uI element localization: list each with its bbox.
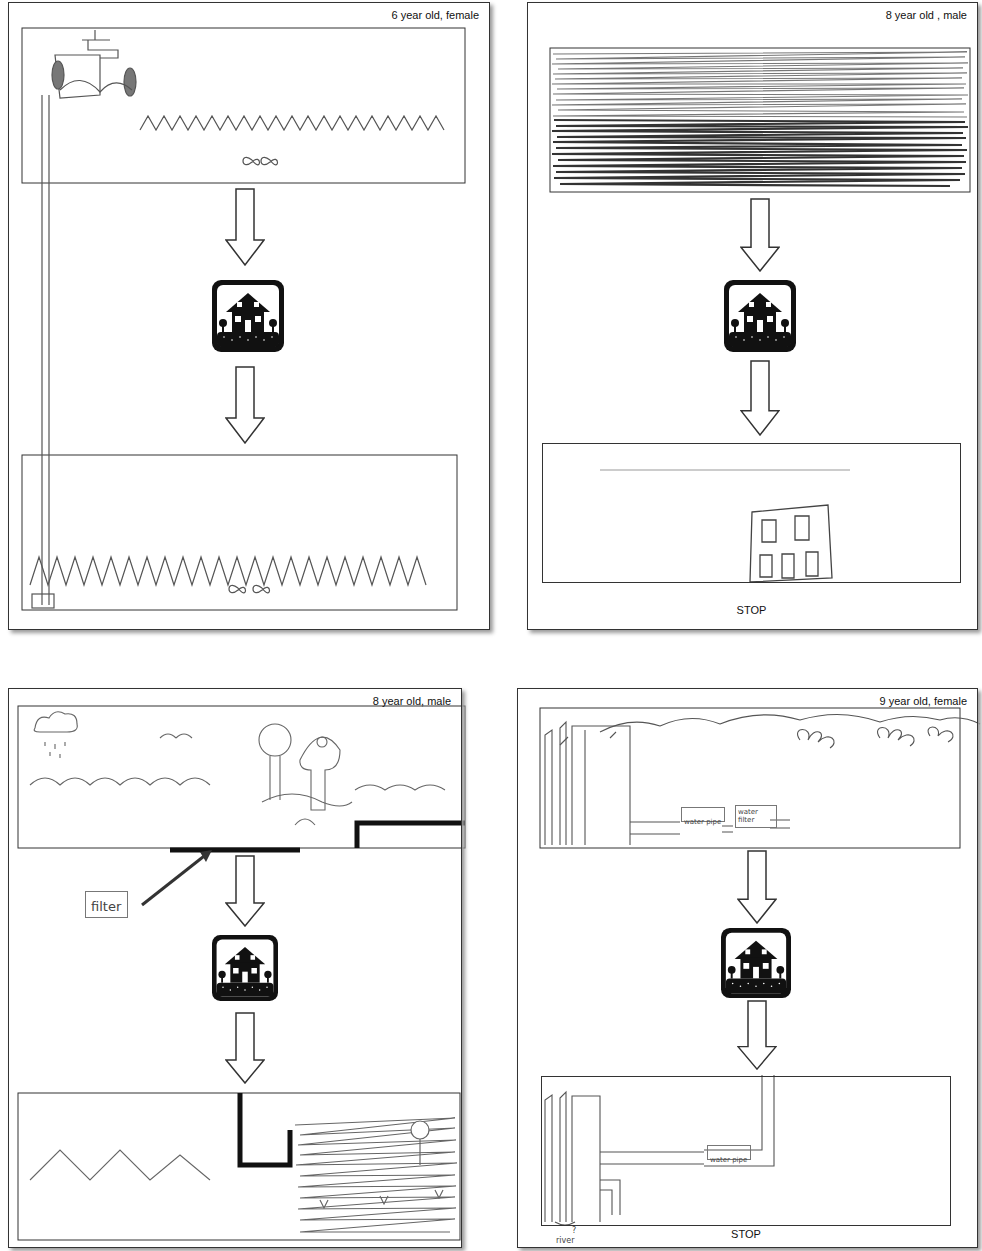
stop-label: STOP xyxy=(543,604,960,616)
handwritten-box: water pipe xyxy=(681,807,725,822)
handwritten-box: water filter xyxy=(735,805,777,828)
age-label: 9 year old, female xyxy=(880,695,967,707)
drawing-panel: 8 year old , maleSTOP xyxy=(527,2,978,630)
handwritten-text: water filter xyxy=(738,808,774,824)
handwritten-note: ? xyxy=(572,1226,576,1235)
handwritten-box: filter xyxy=(85,891,128,918)
drawing-panel: 6 year old, female xyxy=(8,2,490,630)
handwritten-text: water pipe xyxy=(684,818,721,826)
handwritten-note: river xyxy=(556,1236,574,1245)
age-label: 8 year old , male xyxy=(886,9,967,21)
age-label: 8 year old, male xyxy=(373,695,451,707)
stop-label: STOP xyxy=(542,1228,950,1240)
outcome-box: STOP xyxy=(542,443,961,583)
drawing-panel: 9 year old, female water pipe water filter… xyxy=(517,688,978,1248)
drawing-panel: 8 year old, male filter xyxy=(8,688,462,1248)
handwritten-text: water pipe xyxy=(710,1156,747,1164)
outcome-box: STOPwater pipe xyxy=(541,1076,951,1226)
handwritten-text: filter xyxy=(91,900,121,915)
handwritten-box: water pipe xyxy=(707,1145,751,1160)
age-label: 6 year old, female xyxy=(392,9,479,21)
